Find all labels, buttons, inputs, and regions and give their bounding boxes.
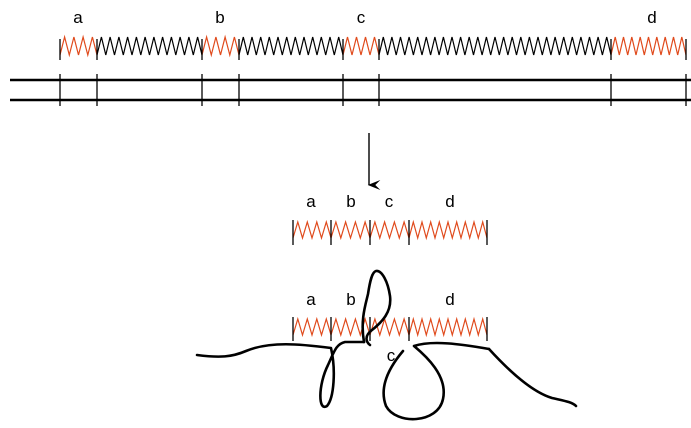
bottom-label-d: d: [445, 290, 454, 309]
middle-segment-a: [292, 219, 332, 241]
middle-segment-c: [369, 219, 410, 241]
strand-left-loop: [195, 340, 366, 409]
bottom-label-b: b: [346, 290, 355, 309]
bottom-segment-a: [292, 316, 332, 338]
bottom-chain: a b c d: [292, 290, 488, 365]
double-track: [10, 74, 691, 106]
top-label-a: a: [73, 8, 83, 27]
middle-segment-b: [330, 219, 371, 241]
strand-upper-loop: [361, 269, 392, 347]
strand-lower-loop: [382, 341, 491, 421]
top-segment-a: [59, 34, 98, 58]
bottom-segment-d: [408, 316, 488, 338]
top-segment-d: [610, 36, 687, 56]
bottom-label-c: c: [387, 346, 396, 365]
looping-strand: [195, 269, 578, 421]
bottom-segment-c: [369, 316, 410, 338]
top-label-b: b: [215, 8, 224, 27]
top-linker-2: [238, 36, 344, 56]
middle-chain: a b c d: [292, 192, 488, 245]
middle-label-c: c: [385, 192, 394, 211]
middle-segment-d: [408, 219, 488, 241]
middle-label-b: b: [346, 192, 355, 211]
middle-label-a: a: [306, 192, 316, 211]
top-segment-c: [342, 36, 380, 56]
top-label-d: d: [647, 8, 656, 27]
top-chain: a b c d: [59, 8, 687, 60]
top-label-c: c: [357, 8, 366, 27]
bottom-segment-b: [330, 316, 371, 338]
top-linker-3: [378, 36, 612, 56]
top-segment-b: [201, 34, 240, 58]
top-linker-1: [96, 36, 203, 56]
strand-right-tail: [487, 347, 578, 408]
middle-label-d: d: [445, 192, 454, 211]
bottom-label-a: a: [306, 290, 316, 309]
